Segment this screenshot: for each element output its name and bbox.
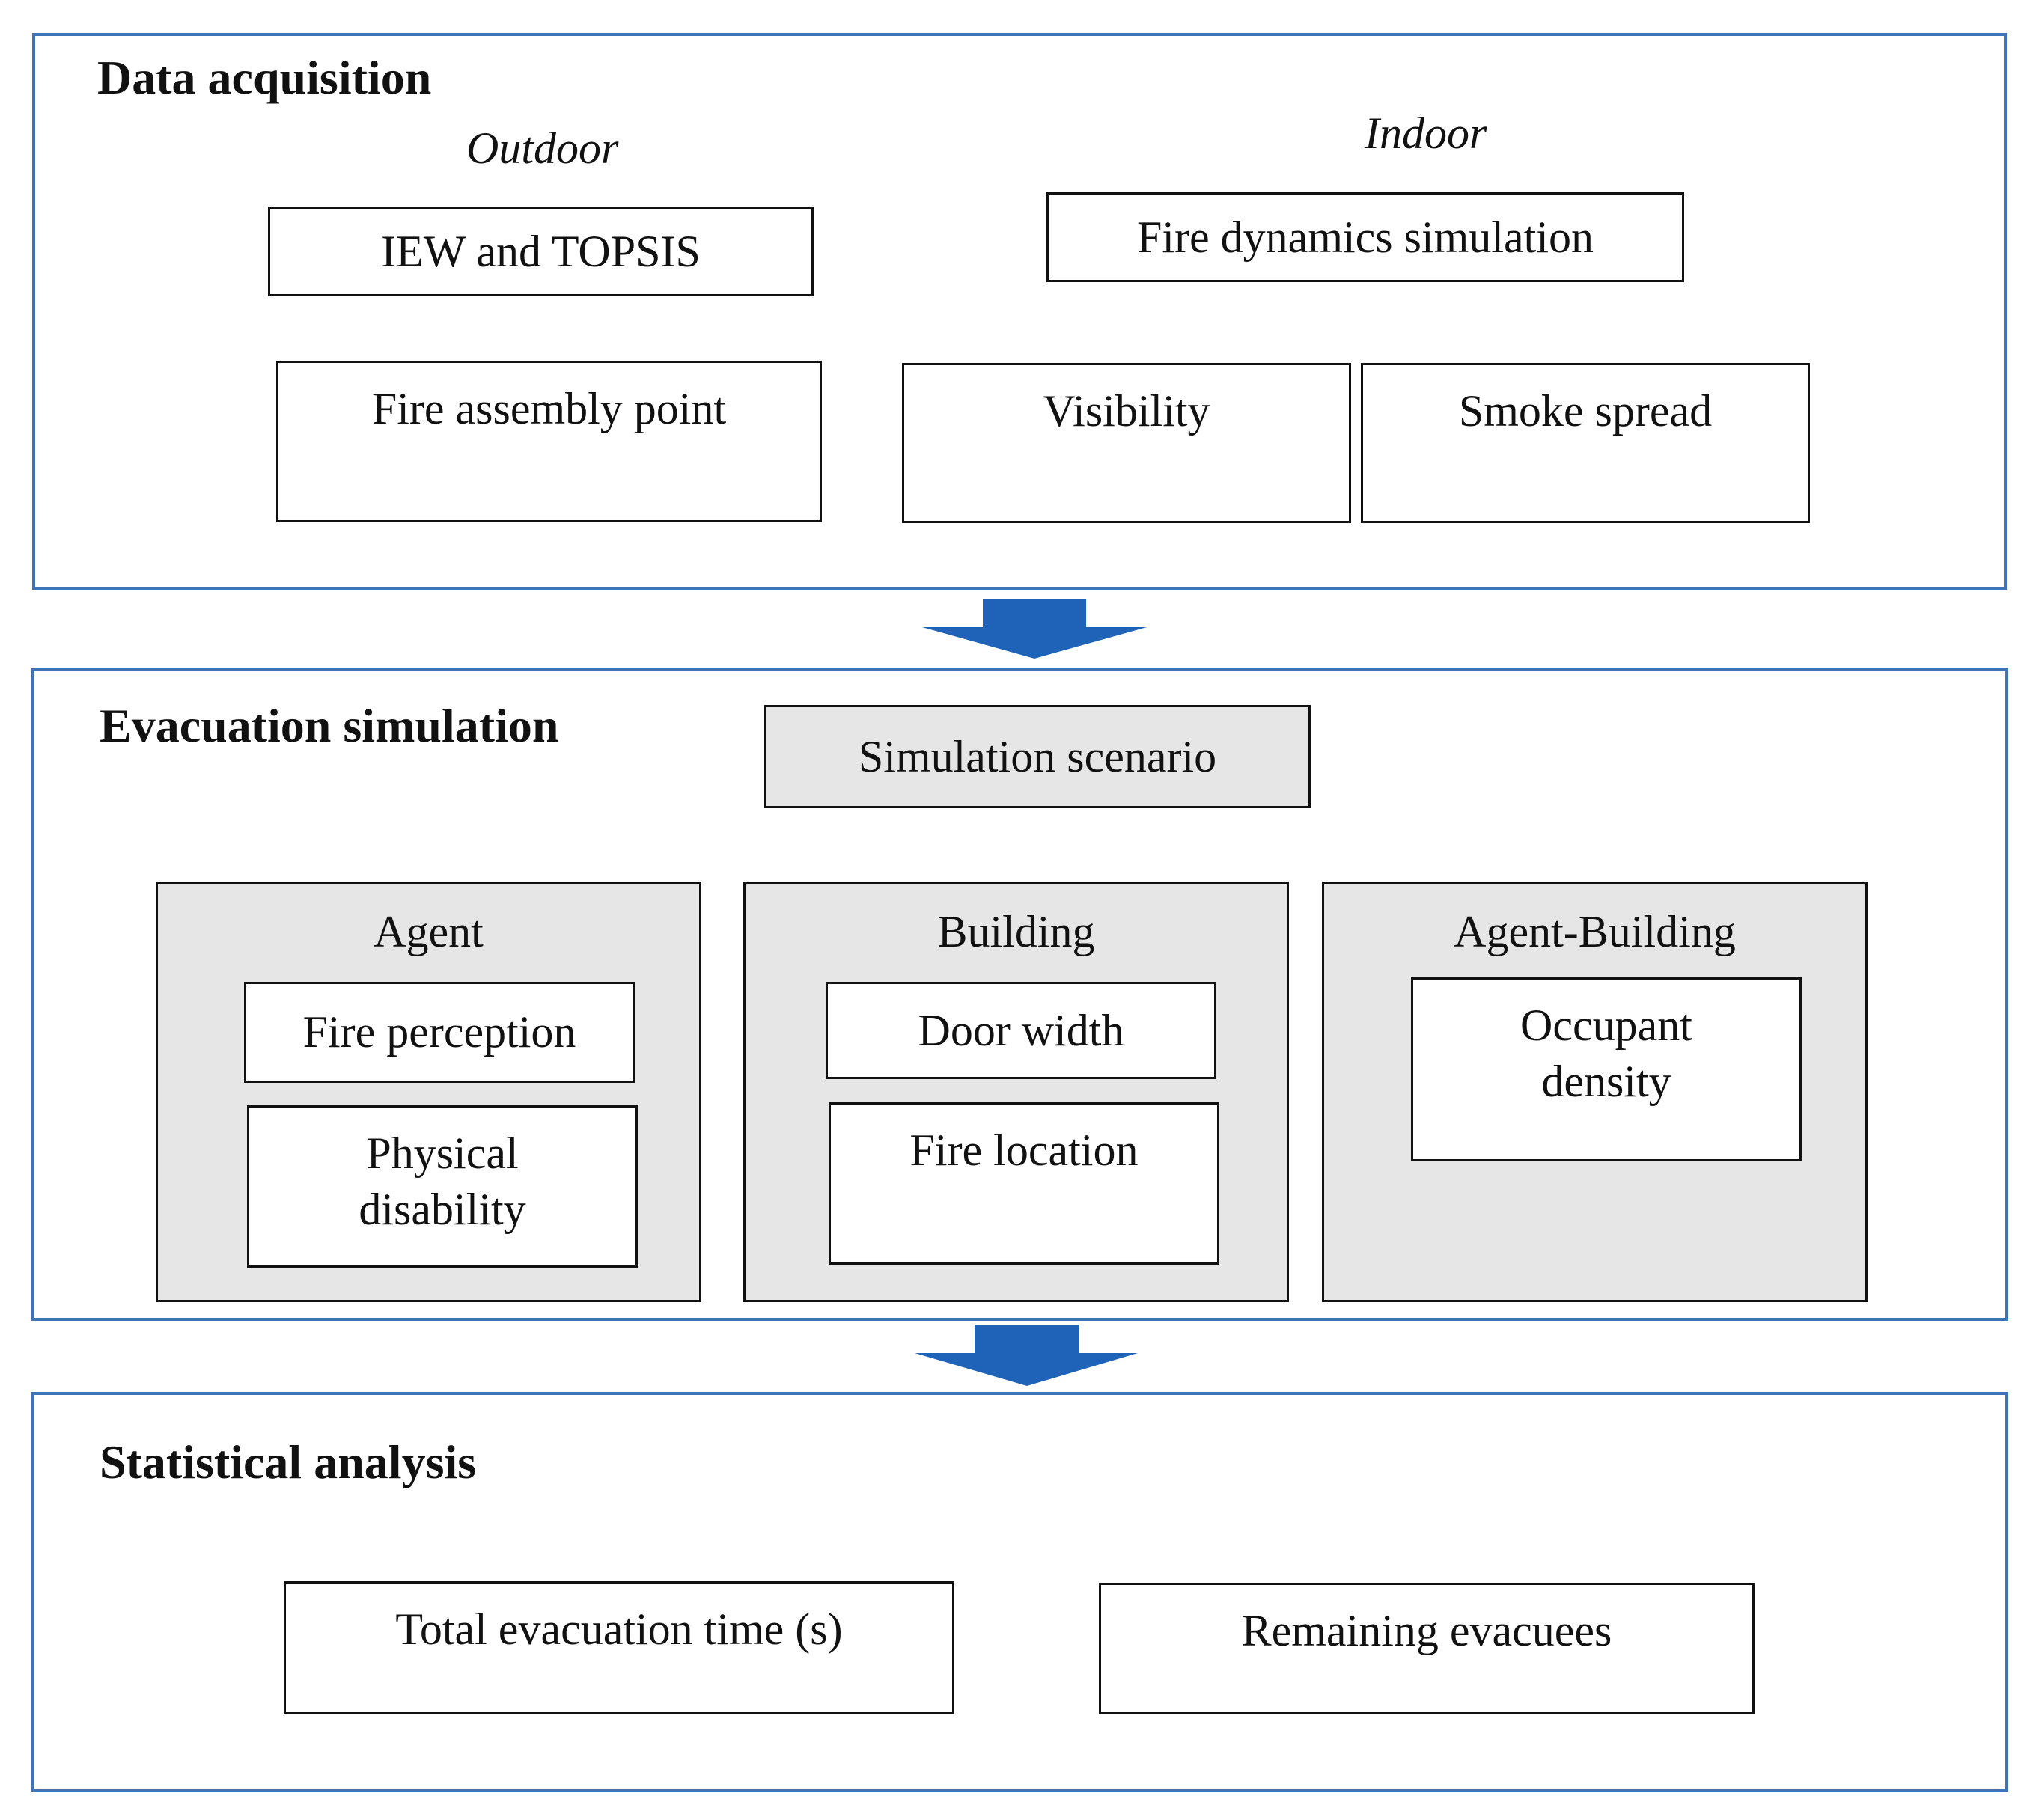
simulation-scenario-label: Simulation scenario bbox=[858, 731, 1217, 781]
occupant-density-label: Occupant density bbox=[1520, 1001, 1692, 1106]
fire-dynamics-simulation-label: Fire dynamics simulation bbox=[1137, 212, 1594, 262]
iew-topsis-box: IEW and TOPSIS bbox=[268, 207, 814, 296]
fire-location-label: Fire location bbox=[909, 1126, 1139, 1175]
outdoor-label: Outdoor bbox=[466, 123, 619, 173]
fire-assembly-point-label: Fire assembly point bbox=[371, 384, 727, 433]
indoor-label: Indoor bbox=[1365, 109, 1487, 158]
remaining-evacuees-label: Remaining evacuees bbox=[1241, 1606, 1612, 1655]
fire-perception-box: Fire perception bbox=[244, 982, 635, 1083]
visibility-label: Visibility bbox=[1043, 386, 1210, 436]
fire-dynamics-simulation-box: Fire dynamics simulation bbox=[1046, 192, 1684, 282]
door-width-label: Door width bbox=[918, 1005, 1124, 1055]
simulation-scenario-box: Simulation scenario bbox=[764, 705, 1311, 808]
smoke-spread-label: Smoke spread bbox=[1458, 386, 1713, 436]
iew-topsis-label: IEW and TOPSIS bbox=[381, 226, 701, 276]
physical-disability-label: Physical disability bbox=[359, 1129, 526, 1234]
total-evacuation-time-label: Total evacuation time (s) bbox=[395, 1604, 843, 1654]
visibility-box: Visibility bbox=[902, 363, 1351, 523]
occupant-density-box: Occupant density bbox=[1411, 977, 1802, 1161]
fire-location-box: Fire location bbox=[829, 1102, 1219, 1265]
smoke-spread-box: Smoke spread bbox=[1361, 363, 1810, 523]
door-width-box: Door width bbox=[826, 982, 1216, 1079]
fire-perception-label: Fire perception bbox=[302, 1007, 576, 1057]
building-group-title: Building bbox=[937, 907, 1095, 956]
evacuation-simulation-title: Evacuation simulation bbox=[100, 699, 559, 752]
agent-group-title: Agent bbox=[374, 907, 484, 956]
total-evacuation-time-box: Total evacuation time (s) bbox=[284, 1581, 954, 1714]
statistical-analysis-title: Statistical analysis bbox=[100, 1435, 477, 1488]
physical-disability-box: Physical disability bbox=[247, 1105, 638, 1268]
data-acquisition-title: Data acquisition bbox=[97, 51, 432, 104]
arrow-simulation-to-analysis bbox=[915, 1325, 1138, 1386]
fire-assembly-point-box: Fire assembly point bbox=[276, 361, 822, 522]
remaining-evacuees-box: Remaining evacuees bbox=[1099, 1583, 1755, 1714]
arrow-acquisition-to-simulation bbox=[922, 599, 1147, 659]
agent-building-group-title: Agent-Building bbox=[1454, 907, 1736, 956]
